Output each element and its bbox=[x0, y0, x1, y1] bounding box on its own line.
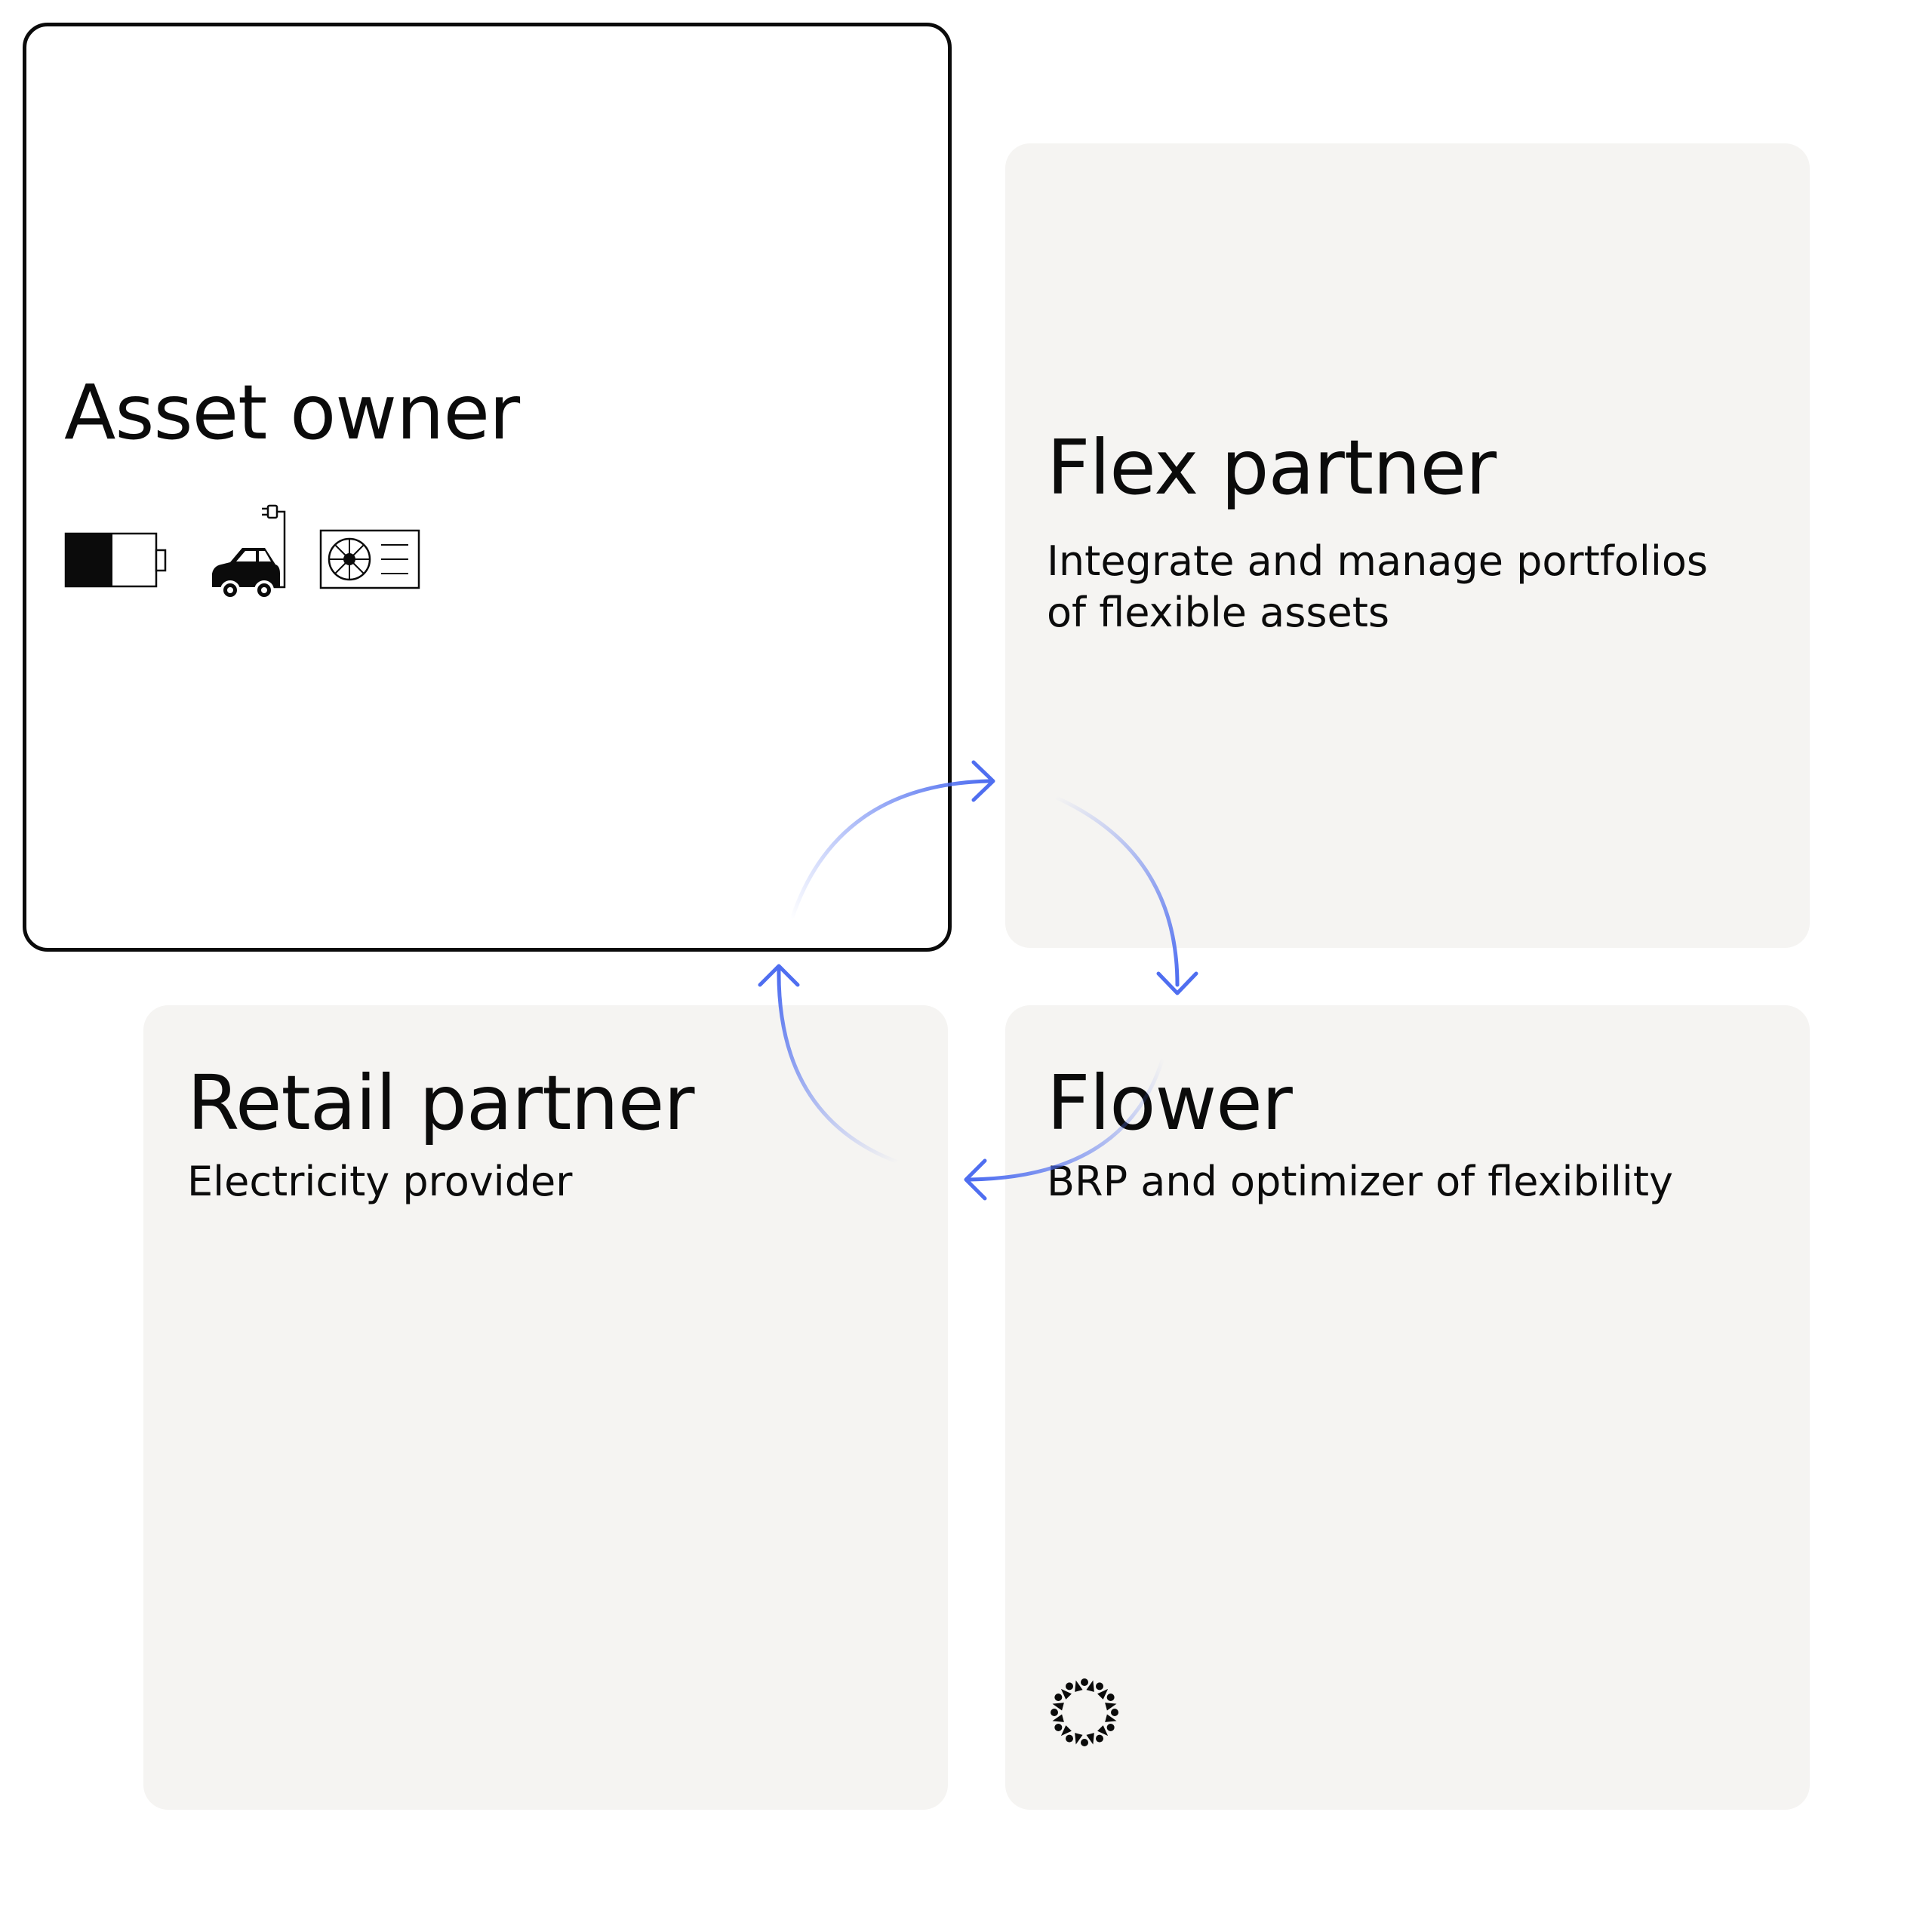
flower-logo-dot bbox=[1096, 1682, 1103, 1690]
flower-logo-dot bbox=[1054, 1694, 1063, 1701]
flower-logo-petal bbox=[1052, 1714, 1064, 1722]
flex-partner-subtitle-line-2: of flexible assets bbox=[1047, 589, 1390, 636]
flower-subtitle: BRP and optimizer of flexibility bbox=[1047, 1158, 1673, 1205]
flower-logo-petal bbox=[1105, 1714, 1117, 1722]
flower-logo-icon bbox=[1051, 1678, 1118, 1746]
flower-logo-petal bbox=[1060, 1688, 1072, 1700]
asset-icons bbox=[64, 504, 420, 600]
flex-partner-subtitle-line-1: Integrate and manage portfolios bbox=[1047, 537, 1709, 585]
flower-logo-petal bbox=[1060, 1725, 1072, 1737]
flower-logo-dot bbox=[1106, 1694, 1115, 1701]
flower-logo-petal bbox=[1052, 1703, 1064, 1711]
flower-logo-petal bbox=[1075, 1680, 1083, 1692]
flower-logo-dot bbox=[1096, 1734, 1103, 1743]
flower-logo-dot bbox=[1106, 1724, 1115, 1731]
flower-logo-dot bbox=[1066, 1682, 1073, 1690]
flower-logo-dot bbox=[1051, 1709, 1058, 1716]
asset-owner-card: Asset owner bbox=[23, 23, 952, 952]
retail-partner-title: Retail partner bbox=[187, 1059, 694, 1147]
flower-logo-dot bbox=[1081, 1678, 1088, 1686]
flower-logo-petal bbox=[1105, 1703, 1117, 1711]
heat-pump-icon bbox=[319, 529, 420, 589]
arrowhead-to-retail-partner bbox=[964, 1158, 987, 1201]
flower-logo-dot bbox=[1081, 1739, 1088, 1746]
retail-partner-card: Retail partner Electricity provider bbox=[143, 1005, 948, 1810]
flower-card: Flower BRP and optimizer of flexibility bbox=[1005, 1005, 1810, 1810]
flower-logo-dot bbox=[1066, 1734, 1073, 1743]
arrowhead-to-asset-owner bbox=[758, 964, 800, 987]
battery-icon bbox=[64, 532, 167, 588]
ev-charging-car-icon bbox=[212, 504, 286, 600]
flex-partner-subtitle: Integrate and manage portfolios of flexi… bbox=[1047, 536, 1708, 638]
flower-logo-petal bbox=[1075, 1733, 1083, 1745]
flower-title: Flower bbox=[1047, 1059, 1293, 1147]
flower-logo-petal bbox=[1086, 1733, 1094, 1745]
flex-partner-title: Flex partner bbox=[1047, 423, 1497, 512]
flex-partner-card: Flex partner Integrate and manage portfo… bbox=[1005, 143, 1810, 948]
flower-logo-petal bbox=[1086, 1680, 1094, 1692]
flower-logo-dot bbox=[1111, 1709, 1118, 1716]
flower-logo-petal bbox=[1097, 1688, 1109, 1700]
retail-partner-subtitle: Electricity provider bbox=[187, 1158, 573, 1205]
arrowhead-to-flex-partner bbox=[971, 760, 995, 802]
arrowhead-to-flower bbox=[1156, 971, 1198, 995]
flower-logo-petal bbox=[1097, 1725, 1109, 1737]
asset-owner-title: Asset owner bbox=[64, 368, 520, 457]
flower-logo-dot bbox=[1054, 1724, 1063, 1731]
